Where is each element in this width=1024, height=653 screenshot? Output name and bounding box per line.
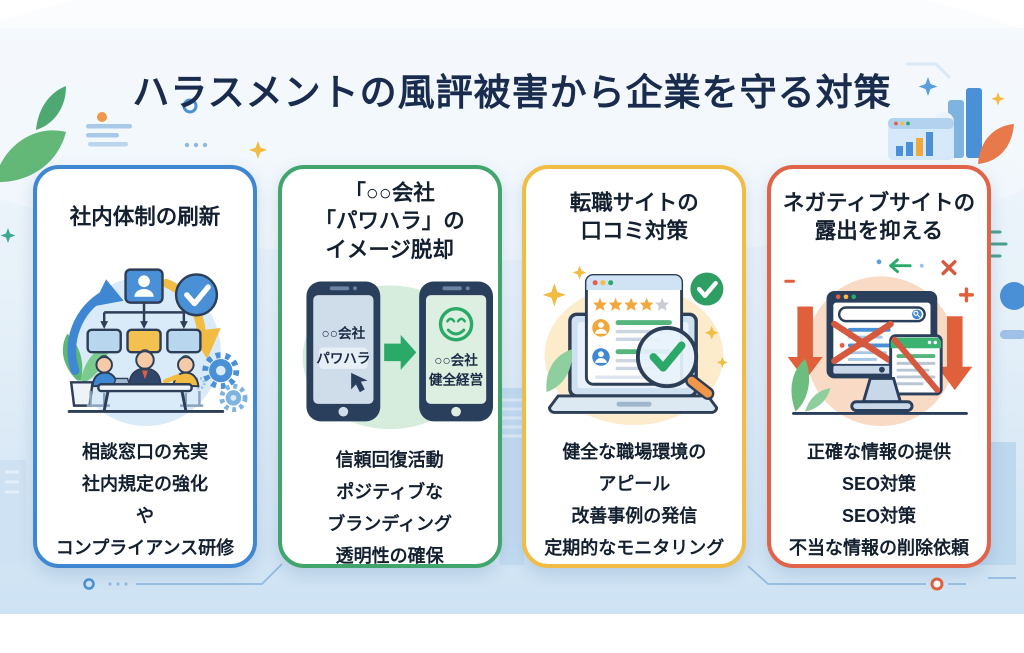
laptop-review-illustration — [531, 256, 737, 431]
phone-after-label: ○○会社 — [434, 352, 478, 368]
card-measures-list: 相談窓口の充実 社内規定の強化 や コンプライアンス研修 — [56, 436, 234, 564]
card-image-recovery: 「○○会社 「パワハラ」の イメージ脱却 ○○会社 パワハラ — [277, 165, 502, 568]
measure-item: SEO対策 — [841, 473, 916, 494]
search-icon — [912, 309, 922, 320]
measure-item: アピール — [598, 473, 671, 494]
card-measures-list: 健全な職場環境の アピール 改善事例の発信 定期的なモニタリング — [544, 436, 724, 564]
arrow-left-icon — [889, 258, 912, 273]
measure-item: 透明性の確保 — [335, 546, 444, 567]
measure-item: 改善事例の発信 — [571, 505, 698, 526]
smartphone-before-icon: ○○会社 パワハラ — [306, 281, 380, 422]
card-suppress-negative-sites: ネガティブサイトの 露出を抑える — [766, 165, 991, 568]
measure-item: ブランディング — [327, 514, 453, 535]
check-badge-icon — [174, 273, 219, 317]
card-measures-list: 信頼回復活動 ポジティブな ブランディング 透明性の確保 — [327, 444, 452, 572]
measure-item: 相談窓口の充実 — [81, 441, 208, 462]
card-review-site-measures: 転職サイトの 口コミ対策 — [522, 165, 747, 568]
sparkle-icon — [249, 141, 267, 159]
text-lines-decor — [86, 124, 132, 147]
phone-after-label: 健全経営 — [429, 372, 483, 388]
org-chart-icon — [86, 268, 202, 354]
team-meeting-org-chart-illustration — [42, 256, 248, 431]
dots-decor — [184, 142, 208, 148]
leaf-icon — [546, 349, 573, 393]
crossed-window-icon — [889, 334, 943, 396]
measure-item: 正確な情報の提供 — [806, 441, 951, 462]
measure-item: コンプライアンス研修 — [55, 537, 235, 558]
card-internal-structure: 社内体制の刷新 — [33, 165, 257, 568]
dot-decor — [97, 112, 107, 122]
monitor-suppressed-results-illustration — [776, 256, 982, 431]
leaf-icon — [978, 124, 1014, 164]
check-badge-icon — [690, 272, 724, 306]
measure-item: 定期的なモニタリング — [544, 537, 725, 558]
decor-marks — [784, 258, 974, 303]
meeting-people — [67, 349, 225, 413]
card-title: 「○○会社 「パワハラ」の イメージ脱却 — [314, 181, 465, 262]
card-title: 転職サイトの 口コミ対策 — [569, 191, 699, 244]
red-down-arrow-icon — [787, 306, 973, 391]
magnifier-check-icon — [636, 325, 715, 401]
phone-before-label: ○○会社 — [321, 325, 365, 341]
sparkle-icon — [918, 77, 938, 96]
sparkle-icon — [542, 265, 587, 307]
page-title: ハラスメントの風評被害から企業を守る対策 — [132, 72, 892, 113]
plus-mark-icon — [958, 287, 974, 303]
measure-item: 健全な職場環境の — [562, 441, 707, 462]
measure-item: 社内規定の強化 — [81, 473, 208, 494]
right-side-decor — [988, 230, 1024, 339]
card-measures-list: 正確な情報の提供 SEO対策 SEO対策 不当な情報の削除依頼 — [789, 436, 969, 564]
smartphone-before-after-illustration: ○○会社 パワハラ — [287, 264, 493, 439]
cards-row: 社内体制の刷新 — [33, 165, 991, 568]
red-cross-icon — [831, 320, 894, 365]
circuit-node — [930, 577, 944, 591]
card-title: ネガティブサイトの 露出を抑える — [782, 191, 976, 244]
monitor-stand — [850, 376, 914, 412]
measure-item: 不当な情報の削除依頼 — [788, 537, 969, 558]
measure-item: 信頼回復活動 — [335, 450, 444, 471]
leaf-icon — [791, 358, 831, 412]
star-rating-icon — [593, 297, 670, 311]
circuit-lines-decor — [83, 563, 1016, 591]
arrow-right-icon — [383, 335, 416, 371]
card-title: 社内体制の刷新 — [69, 205, 221, 230]
leaf-icon — [0, 86, 66, 183]
smartphone-after-icon: ○○会社 健全経営 — [418, 281, 493, 422]
sparkle-icon — [0, 228, 16, 243]
sparkle-icon — [705, 325, 729, 368]
sparkle-icon — [991, 92, 1005, 106]
x-mark-icon — [941, 260, 957, 276]
measure-item: ポジティブな — [336, 482, 444, 503]
red-slash-icon — [891, 336, 941, 393]
measure-item: SEO対策 — [841, 505, 916, 526]
ring-decor — [182, 98, 198, 114]
phone-before-label: パワハラ — [316, 351, 370, 366]
measure-item: や — [135, 505, 154, 526]
bar-chart-window-decor — [888, 62, 1014, 164]
laptop-base — [548, 394, 719, 414]
cursor-icon — [350, 372, 368, 393]
smiley-icon — [438, 307, 473, 342]
